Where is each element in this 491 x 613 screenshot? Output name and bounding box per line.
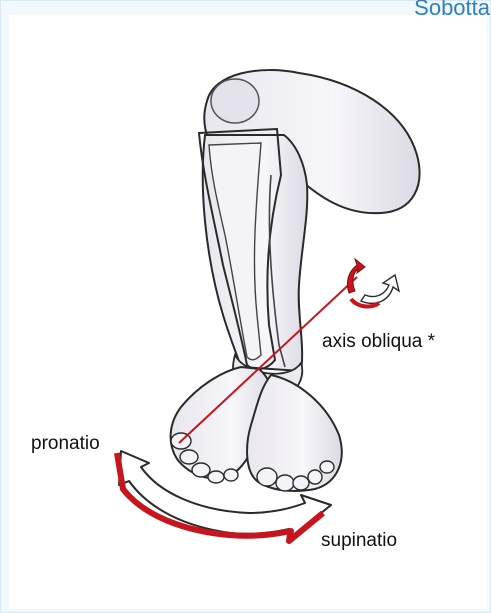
axis-obliqua-label: axis obliqua *: [322, 331, 435, 353]
anatomy-figure: axis obliqua * pronatio supinatio: [9, 15, 487, 609]
leg-foot-illustration: [9, 15, 487, 609]
supinatio-label: supinatio: [321, 530, 397, 552]
rotation-arrows-icon: [347, 259, 399, 306]
pronatio-label: pronatio: [31, 433, 100, 455]
patella-shape: [211, 79, 259, 123]
